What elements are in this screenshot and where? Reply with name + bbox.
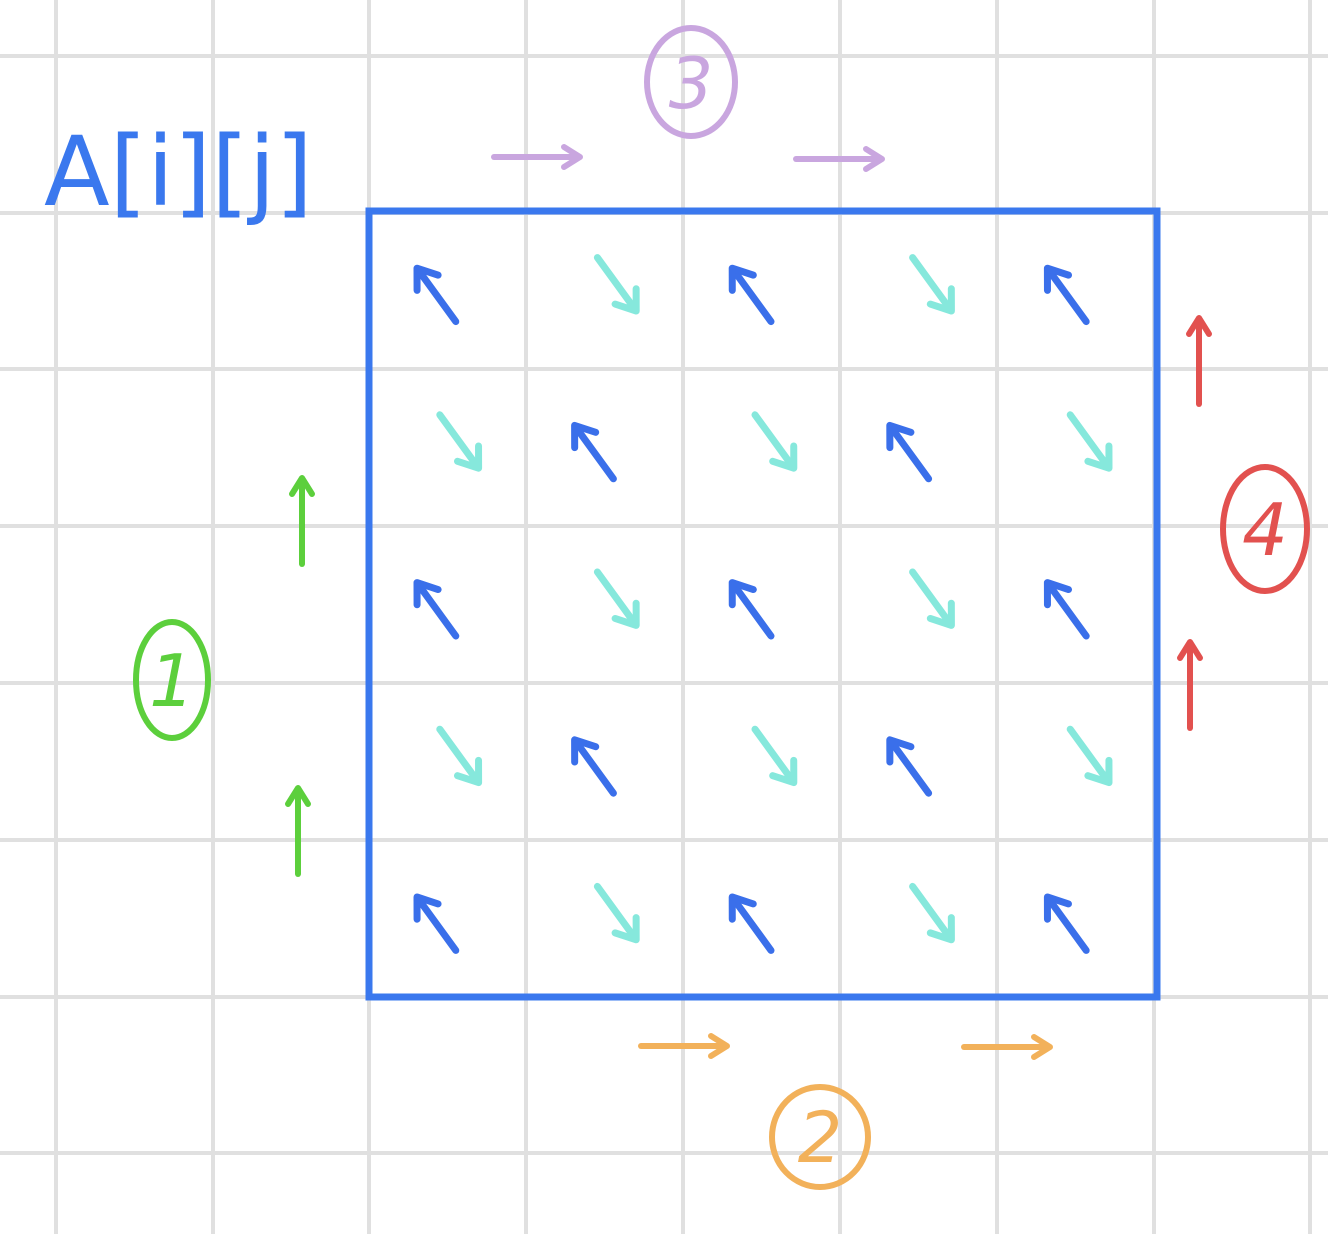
down-right-arrow-icon xyxy=(744,407,804,476)
step-2-group: 2 xyxy=(641,1036,1050,1190)
step-1-label: 1 xyxy=(149,639,195,723)
up-left-arrow-icon xyxy=(406,575,466,644)
step-1-badge xyxy=(133,619,211,741)
down-right-arrow-icon xyxy=(902,564,962,633)
down-right-arrow-icon xyxy=(902,250,962,319)
up-left-arrow-icon xyxy=(722,575,782,644)
step-3-group: 3 xyxy=(494,25,882,169)
matrix-arrows xyxy=(406,250,1119,958)
up-arrow-icon xyxy=(292,478,312,564)
up-left-arrow-icon xyxy=(879,418,939,487)
matrix-title: A[i][j] xyxy=(44,116,313,228)
up-left-arrow-icon xyxy=(1037,889,1097,958)
step-2-badge xyxy=(769,1084,871,1190)
right-arrow-icon xyxy=(494,147,580,167)
up-left-arrow-icon xyxy=(564,732,624,801)
up-left-arrow-icon xyxy=(1037,575,1097,644)
step-4-label: 4 xyxy=(1242,488,1288,572)
down-right-arrow-icon xyxy=(429,722,489,791)
down-right-arrow-icon xyxy=(1060,407,1120,476)
right-arrow-icon xyxy=(964,1037,1050,1057)
step-2-label: 2 xyxy=(798,1097,843,1179)
up-left-arrow-icon xyxy=(1037,261,1097,330)
down-right-arrow-icon xyxy=(587,564,647,633)
step-4-badge xyxy=(1220,464,1310,594)
up-arrow-icon xyxy=(1189,318,1209,404)
up-left-arrow-icon xyxy=(722,889,782,958)
up-left-arrow-icon xyxy=(406,889,466,958)
step-1-group: 1 xyxy=(133,478,312,874)
up-arrow-icon xyxy=(288,788,308,874)
step-3-label: 3 xyxy=(669,43,714,125)
down-right-arrow-icon xyxy=(1060,722,1120,791)
step-3-badge xyxy=(644,25,738,139)
down-right-arrow-icon xyxy=(587,879,647,948)
up-left-arrow-icon xyxy=(406,261,466,330)
down-right-arrow-icon xyxy=(902,879,962,948)
down-right-arrow-icon xyxy=(587,250,647,319)
up-left-arrow-icon xyxy=(564,418,624,487)
down-right-arrow-icon xyxy=(744,722,804,791)
up-left-arrow-icon xyxy=(722,261,782,330)
matrix-border xyxy=(365,207,1161,1001)
up-left-arrow-icon xyxy=(879,732,939,801)
down-right-arrow-icon xyxy=(429,407,489,476)
step-4-group: 4 xyxy=(1180,318,1310,728)
